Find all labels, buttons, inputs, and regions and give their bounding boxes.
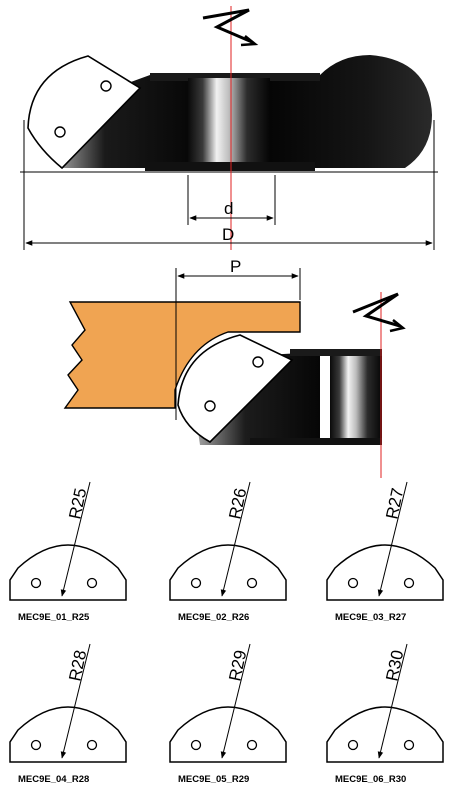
radius-leader-line bbox=[377, 481, 408, 597]
radius-label: R26 bbox=[225, 486, 250, 520]
side-cutter-hub bbox=[330, 352, 382, 442]
rotation-direction-icon bbox=[352, 292, 406, 333]
side-cutter-base bbox=[250, 438, 382, 445]
screw-hole-icon bbox=[30, 739, 42, 751]
insert-screw-hole-icon bbox=[100, 80, 112, 92]
outer-diameter-label: D bbox=[222, 225, 234, 244]
screw-hole-icon bbox=[347, 577, 359, 589]
top-cutter-left-body bbox=[60, 75, 188, 168]
side-cutter-flange bbox=[290, 349, 382, 356]
screw-hole-icon bbox=[403, 577, 415, 589]
insert-screw-hole-icon bbox=[54, 126, 66, 138]
radius-label: R30 bbox=[382, 648, 407, 682]
top-cutter-drawing: d D bbox=[20, 6, 438, 250]
profile-code-label: MEC9E_06_R30 bbox=[335, 774, 406, 785]
screw-hole-icon bbox=[246, 739, 258, 751]
projection-dimension: P bbox=[175, 257, 301, 420]
profile-code-label: MEC9E_03_R27 bbox=[335, 612, 406, 623]
screw-hole-icon bbox=[347, 739, 359, 751]
bore-dimension: d bbox=[187, 175, 276, 225]
profile-code-label: MEC9E_04_R28 bbox=[18, 774, 89, 785]
wood-workpiece bbox=[63, 301, 301, 409]
workpiece-drawing: P bbox=[63, 257, 406, 478]
screw-hole-icon bbox=[246, 577, 258, 589]
profile-code-label: MEC9E_02_R26 bbox=[178, 612, 249, 623]
top-cutter-right-body bbox=[270, 55, 432, 168]
screw-hole-icon bbox=[30, 577, 42, 589]
radius-leader-line bbox=[220, 481, 251, 597]
bore-diameter-label: d bbox=[224, 199, 233, 218]
profile-code-label: MEC9E_01_R25 bbox=[18, 612, 90, 623]
radius-leader-line bbox=[60, 643, 91, 759]
radius-label: R28 bbox=[65, 648, 90, 682]
insert-screw-hole-icon bbox=[252, 356, 264, 368]
top-cutter-top-flange bbox=[150, 73, 320, 81]
radius-leader-line bbox=[60, 481, 91, 597]
rotation-direction-icon bbox=[202, 8, 259, 47]
insert-screw-hole-icon bbox=[204, 400, 216, 412]
projection-label: P bbox=[230, 257, 241, 276]
radius-label: R25 bbox=[65, 486, 90, 520]
profile-code-label: MEC9E_05_R29 bbox=[178, 774, 249, 785]
screw-hole-icon bbox=[190, 577, 202, 589]
radius-label: R27 bbox=[382, 486, 407, 520]
top-cutter-base-plate bbox=[145, 162, 315, 171]
radius-leader-line bbox=[377, 643, 408, 759]
top-cutter-insert-knife bbox=[27, 55, 142, 170]
screw-hole-icon bbox=[190, 739, 202, 751]
outer-diameter-dimension: D bbox=[23, 120, 435, 250]
screw-hole-icon bbox=[86, 577, 98, 589]
radius-label: R29 bbox=[225, 648, 250, 682]
screw-hole-icon bbox=[403, 739, 415, 751]
screw-hole-icon bbox=[86, 739, 98, 751]
top-cutter-hub bbox=[188, 78, 270, 168]
radius-leader-line bbox=[220, 643, 251, 759]
